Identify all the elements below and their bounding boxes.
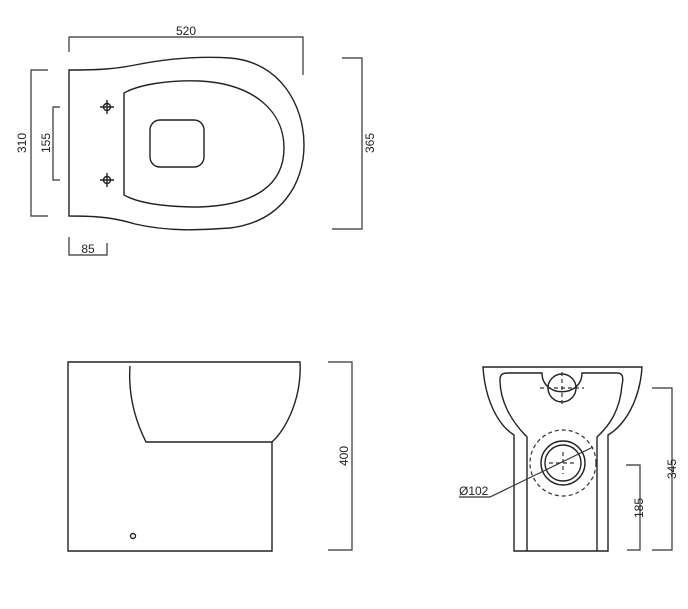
- diameter-leader-line: [459, 446, 594, 498]
- top-view-outline: [68, 56, 305, 231]
- dim-345-line: [652, 387, 673, 551]
- dim-365-label: 365: [363, 133, 377, 153]
- dim-85-line: [68, 237, 108, 256]
- outlet-centerline: [549, 452, 577, 474]
- fixing-point-icon: [129, 532, 137, 540]
- dim-diameter-label: Ø102: [459, 484, 489, 498]
- dim-400-label: 400: [337, 446, 351, 466]
- fixing-hole-icon: [100, 173, 114, 187]
- dim-310-label: 310: [15, 133, 29, 153]
- seat-opening: [149, 119, 205, 168]
- side-view: 400: [67, 361, 353, 552]
- dim-345-label: 345: [665, 459, 679, 479]
- front-inner-outline: [499, 372, 624, 551]
- dim-85-label: 85: [81, 242, 95, 256]
- front-view: Ø102 185 345: [459, 366, 679, 552]
- outlet-inner-circle: [544, 444, 582, 482]
- dim-185-line: [626, 464, 641, 551]
- top-view: 520 310 155 365 85: [15, 24, 377, 256]
- dim-185-label: 185: [632, 498, 646, 518]
- front-view-outline: [482, 366, 643, 552]
- outlet-dashed-circle: [529, 429, 597, 497]
- dim-310-line: [30, 69, 48, 217]
- dim-width-label: 520: [176, 24, 196, 38]
- dim-155-label: 155: [39, 133, 53, 153]
- dim-365-line: [332, 57, 363, 230]
- side-view-outline: [67, 361, 301, 552]
- fixing-hole-icon: [100, 100, 114, 114]
- outlet-outer-circle: [540, 440, 586, 486]
- dim-155-line: [52, 106, 60, 181]
- bowl-profile: [128, 365, 272, 443]
- inlet-centerline: [540, 372, 584, 404]
- dim-400-line: [328, 361, 353, 551]
- seat-inner-outline: [123, 80, 285, 208]
- dim-width-line: [68, 36, 304, 75]
